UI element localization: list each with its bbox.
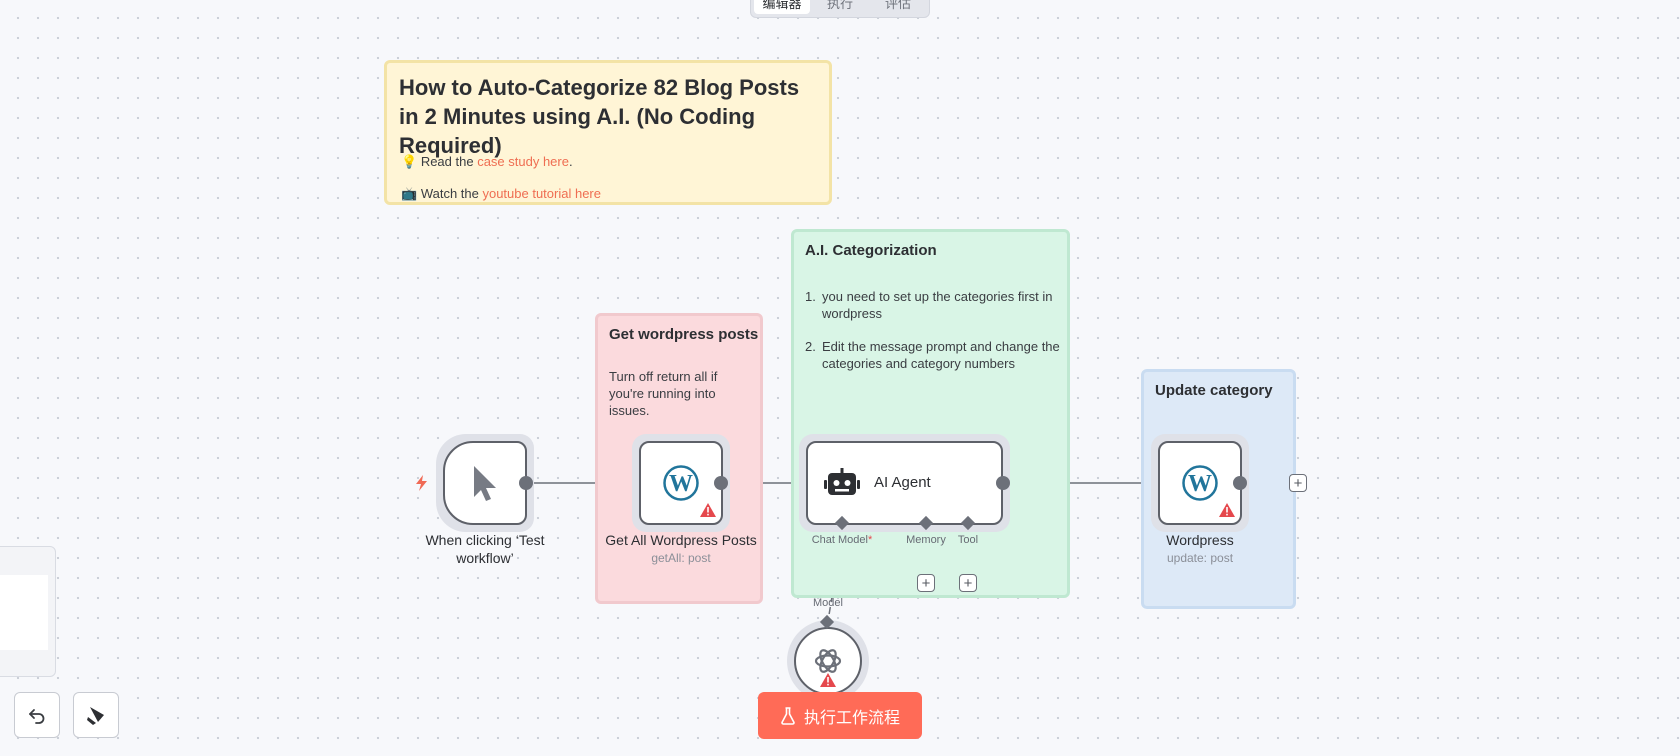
trigger-node-label: When clicking ‘Test workflow’ [425, 532, 545, 566]
ai-note-item: 1. you need to set up the categories fir… [805, 289, 1053, 321]
openai-icon [814, 649, 842, 673]
ai-agent-node[interactable]: AI Agent [806, 441, 1003, 525]
clear-execution-button[interactable] [73, 692, 119, 738]
lightbulb-icon: 💡 [401, 154, 418, 169]
wordpress-icon: W [1182, 465, 1218, 501]
wordpress-node-subtitle: update: post [1166, 551, 1234, 565]
tab-editor[interactable]: 编辑器 [754, 0, 810, 14]
update-note-title: Update category [1155, 382, 1273, 399]
undo-icon [29, 709, 45, 724]
plus-icon: + [1293, 474, 1303, 492]
ai-note-title: A.I. Categorization [805, 242, 937, 259]
tool-port-label: Tool [957, 534, 979, 546]
warning-icon [700, 503, 716, 517]
ai-note-item: 2. Edit the message prompt and change th… [805, 339, 1060, 371]
wordpress-icon: W [663, 465, 699, 501]
tab-executions[interactable]: 执行 [826, 0, 853, 11]
chat-model-port-label: Chat Model* [811, 534, 873, 546]
intro-sticky-note[interactable]: How to Auto-Categorize 82 Blog Posts in … [384, 60, 832, 205]
view-tabs: 编辑器 执行 评估 [750, 0, 930, 18]
warning-icon [820, 673, 836, 687]
get-posts-node-label: Get All Wordpress Posts [605, 532, 757, 548]
eraser-icon [87, 707, 104, 725]
output-handle[interactable] [1233, 476, 1247, 490]
tab-evaluations[interactable]: 评估 [884, 0, 911, 11]
side-panel-content [0, 575, 48, 650]
lightning-icon [416, 475, 427, 491]
get-posts-note-text: Turn off return all if you're running in… [609, 369, 718, 418]
memory-port-label: Memory [906, 534, 946, 546]
plus-icon: + [921, 574, 931, 592]
warning-icon [1219, 503, 1235, 517]
robot-icon [824, 468, 860, 495]
workflow-title: How to Auto-Categorize 82 Blog Posts in … [399, 75, 800, 158]
youtube-line: 📺 Watch the youtube tutorial here [401, 186, 601, 201]
ai-note-list: 1. you need to set up the categories fir… [805, 288, 1060, 372]
output-handle[interactable] [996, 476, 1010, 490]
trigger-node[interactable] [443, 441, 527, 525]
add-node-button[interactable]: + [1289, 474, 1307, 492]
output-handle[interactable] [519, 476, 533, 490]
svg-text:W: W [669, 471, 693, 497]
execute-workflow-button[interactable]: 执行工作流程 [758, 692, 922, 739]
get-posts-node-subtitle: getAll: post [651, 551, 711, 565]
get-posts-note-title: Get wordpress posts [609, 326, 759, 343]
case-study-line: 💡 Read the case study here. [401, 154, 573, 169]
youtube-link[interactable]: youtube tutorial here [482, 186, 601, 201]
svg-text:W: W [1188, 471, 1212, 497]
plus-icon: + [963, 574, 973, 592]
tv-icon: 📺 [401, 186, 418, 201]
case-study-link[interactable]: case study here [477, 154, 569, 169]
side-panel[interactable] [0, 546, 56, 677]
wordpress-node-label: Wordpress [1166, 532, 1234, 548]
ai-categorization-sticky-note[interactable]: A.I. Categorization 1. you need to set u… [791, 229, 1070, 598]
ai-agent-node-label: AI Agent [874, 474, 931, 491]
model-port-label: Model [813, 597, 843, 609]
execute-workflow-label: 执行工作流程 [803, 709, 900, 727]
add-memory-button[interactable]: + [917, 574, 935, 592]
output-handle[interactable] [714, 476, 728, 490]
pointer-icon [474, 466, 496, 501]
add-tool-button[interactable]: + [959, 574, 977, 592]
flask-icon [781, 706, 795, 725]
undo-button[interactable] [14, 692, 60, 738]
